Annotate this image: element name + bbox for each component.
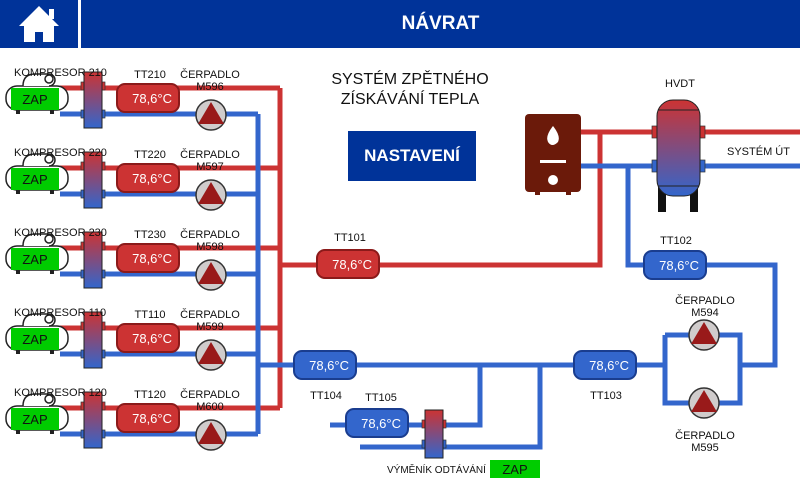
tt101-label: TT101 [334,232,366,244]
tt105-temp: 78,6°C [345,408,409,438]
hot-main [280,129,660,268]
pump-m595-id: M595 [691,442,719,454]
sensor-temp: 78,6°C [116,243,180,273]
sensor-label: TT230 [134,229,166,241]
tt104-label: TT104 [310,390,342,402]
pump-m594-id: M594 [691,307,719,319]
pump-m595-label: ČERPADLO M595 [670,430,740,454]
pump-title: ČERPADLO [180,389,240,401]
compressor-status[interactable]: ZAP [11,408,59,430]
pump-m599[interactable] [195,339,227,371]
sensor-label: TT220 [134,149,166,161]
system-title-line1: SYSTÉM ZPĚTNÉHO [331,71,489,88]
compressor-status[interactable]: ZAP [11,328,59,350]
page-title: NÁVRAT [401,13,480,34]
compressor-name: KOMPRESOR 210 [14,67,107,79]
boiler [525,114,581,195]
home-button[interactable] [0,0,78,48]
pump-m600[interactable] [195,419,227,451]
heat-exchanger-1 [80,71,106,129]
tt105-label: TT105 [365,392,397,404]
compressor-status[interactable]: ZAP [11,168,59,190]
hvdt-tank [651,99,706,212]
pump-title: ČERPADLO [180,69,240,81]
compressor-name: KOMPRESOR 230 [14,227,107,239]
settings-button-label: NASTAVENÍ [364,146,460,165]
tt102-temp: 78,6°C [643,250,707,280]
settings-button[interactable]: NASTAVENÍ [348,131,476,181]
pump-id: M600 [196,401,224,413]
compressor-status[interactable]: ZAP [11,88,59,110]
pump-m594-title: ČERPADLO [675,295,735,307]
pump-id: M599 [196,321,224,333]
defrost-hot-branch [437,365,483,428]
system-title-line2: ZÍSKÁVÁNÍ TEPLA [340,91,480,108]
sensor-temp: 78,6°C [116,163,180,193]
heat-exchanger-4 [80,311,106,369]
tank-label: HVDT [665,78,695,90]
pump-m594-label: ČERPADLO M594 [670,295,740,319]
heat-exchanger-2 [80,151,106,209]
tt101-temp: 78,6°C [316,249,380,279]
system-ut-label: SYSTÉM ÚT [727,146,790,158]
sensor-temp: 78,6°C [116,403,180,433]
compressor-status[interactable]: ZAP [11,248,59,270]
pump-id: M598 [196,241,224,253]
pump-m594[interactable] [688,319,720,351]
heat-exchanger-3 [80,231,106,289]
system-title: SYSTÉM ZPĚTNÉHO ZÍSKÁVÁNÍ TEPLA [300,70,520,110]
defrost-status[interactable]: ZAP [490,460,540,478]
tt104-temp: 78,6°C [293,350,357,380]
home-icon [19,6,59,42]
sensor-label: TT210 [134,69,166,81]
tt103-temp: 78,6°C [573,350,637,380]
tt103-label: TT103 [590,390,622,402]
pump-m595-title: ČERPADLO [675,430,735,442]
compressor-name: KOMPRESOR 220 [14,147,107,159]
compressor-name: KOMPRESOR 120 [14,387,107,399]
pump-title: ČERPADLO [180,149,240,161]
defrost-exchanger [421,409,447,459]
sensor-label: TT110 [134,309,166,321]
tt102-loop [625,166,778,368]
pump-title: ČERPADLO [180,309,240,321]
compressor-name: KOMPRESOR 110 [14,307,107,319]
pump-m595[interactable] [688,387,720,419]
pump-m598[interactable] [195,259,227,291]
defrost-cold-branch [360,365,543,450]
pump-id: M597 [196,161,224,173]
pump-m596[interactable] [195,99,227,131]
pump-id: M596 [196,81,224,93]
pump-m597[interactable] [195,179,227,211]
sensor-label: TT120 [134,389,166,401]
flame-icon [547,126,559,145]
back-title-bar[interactable]: NÁVRAT [81,0,800,48]
sensor-temp: 78,6°C [116,323,180,353]
defrost-exchanger-label: VÝMĚNÍK ODTÁVÁNÍ [387,465,486,476]
sensor-temp: 78,6°C [116,83,180,113]
pump-title: ČERPADLO [180,229,240,241]
heat-exchanger-5 [80,391,106,449]
tt102-label: TT102 [660,235,692,247]
